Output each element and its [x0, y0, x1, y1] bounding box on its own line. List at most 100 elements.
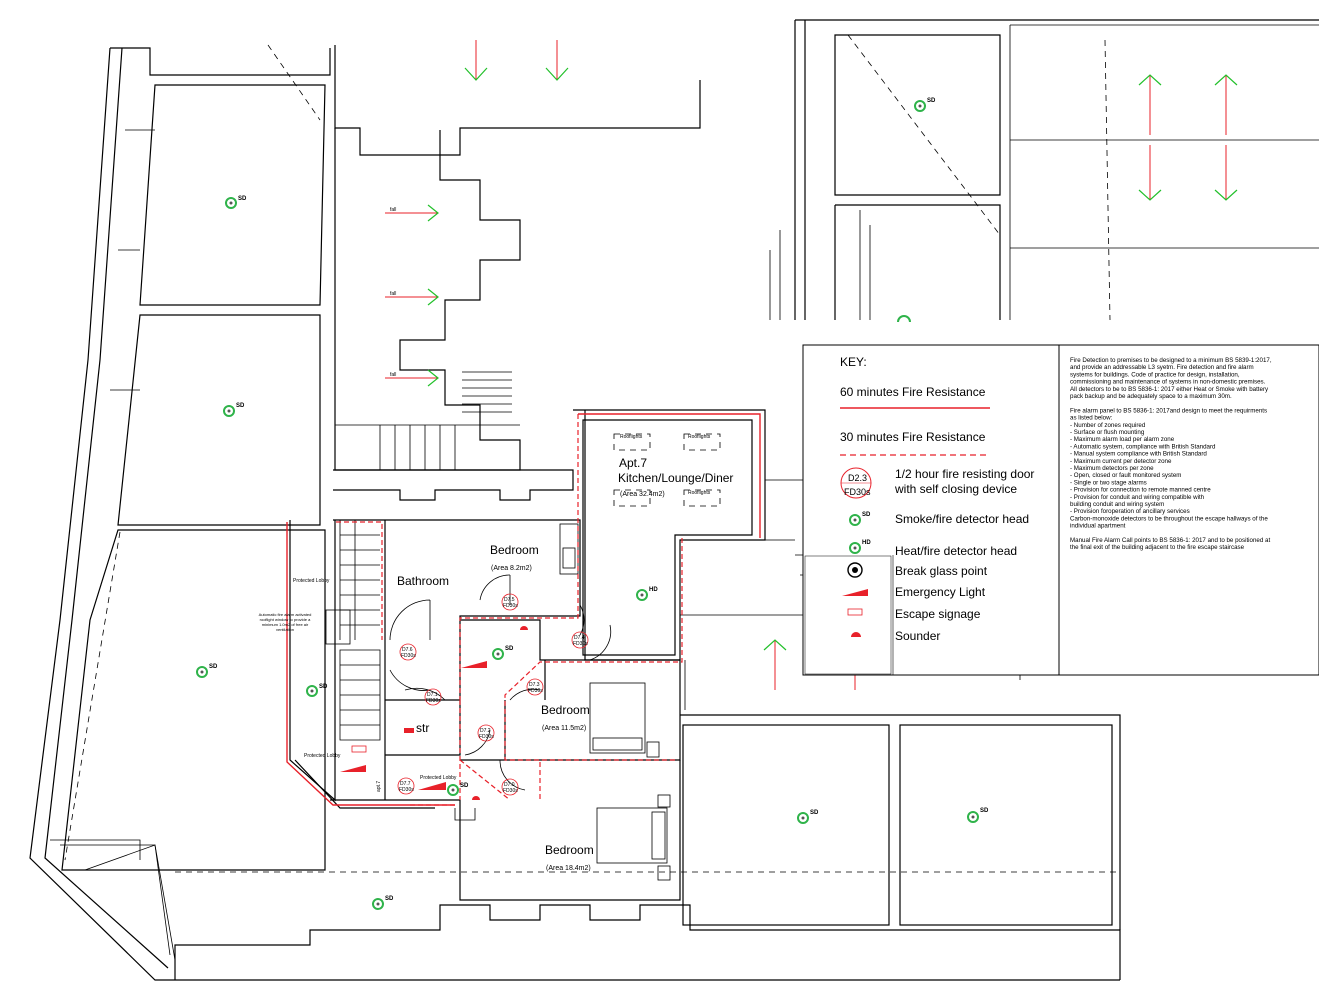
fall-arrow-9 [1214, 145, 1238, 201]
detectors: SD SD SD SD SD SD SD SD SD SD HD [196, 98, 989, 910]
fall-label-1: fall [390, 207, 396, 213]
notes-line: - Maximum detectors per zone [1070, 465, 1154, 472]
svg-text:FD30s: FD30s [528, 688, 543, 694]
svg-text:D7.7: D7.7 [400, 781, 411, 787]
svg-text:FD30s: FD30s [503, 788, 518, 794]
fall-arrow-4 [464, 40, 488, 81]
key-item-60: 60 minutes Fire Resistance [840, 385, 986, 399]
svg-text:SD: SD [460, 783, 469, 789]
svg-text:D7.0: D7.0 [504, 782, 515, 788]
svg-text:SD: SD [862, 512, 871, 518]
apt-tag: apt.7 [376, 781, 382, 792]
smoke-detector-icon: SD [196, 664, 218, 678]
safety-devices [340, 626, 528, 800]
svg-text:SD: SD [505, 646, 514, 652]
legend: KEY: 60 minutes Fire Resistance 30 minut… [802, 344, 1319, 676]
svg-text:FD30s: FD30s [503, 603, 518, 609]
notes-line: - Surface or flush mounting [1070, 429, 1145, 436]
key-lightwell-block [804, 555, 892, 675]
key-emergency-light-icon [842, 589, 868, 596]
room-labels: Apt.7 Kitchen/Lounge/Diner (Area 32.4m2)… [293, 434, 834, 872]
smoke-detector-icon: SD [223, 403, 245, 417]
notes-line [1070, 530, 1072, 537]
svg-text:FD30s: FD30s [573, 641, 588, 647]
svg-text:SD: SD [385, 896, 394, 902]
smoke-detector-icon: SD [492, 646, 514, 660]
apt-title: Apt.7 [619, 456, 647, 470]
svg-text:FD30s: FD30s [479, 734, 494, 740]
smoke-detector-icon: SD [797, 810, 819, 824]
svg-text:FD30s: FD30s [426, 698, 441, 704]
kitchen-label: Kitchen/Lounge/Diner [618, 471, 733, 485]
smoke-detector-icon: SD [967, 808, 989, 823]
fall-arrow-3: fall [385, 369, 439, 387]
fall-arrow-1: fall [385, 204, 439, 222]
bathroom-label: Bathroom [397, 574, 449, 588]
left-wing-walls [29, 44, 1120, 981]
svg-text:D7.2: D7.2 [480, 728, 491, 734]
key-door-tag: D2.3 FD30s [840, 467, 872, 499]
smoke-detector-icon: SD [306, 684, 328, 697]
notes-line: - Provision for conduit and wiring compa… [1070, 494, 1205, 501]
svg-text:SD: SD [927, 98, 936, 104]
key-smoke-icon: SD [849, 512, 871, 526]
svg-text:D7.3: D7.3 [529, 682, 540, 688]
smoke-detector-icon: SD [914, 98, 936, 112]
notes-line: - Provision for connection to remote man… [1070, 487, 1211, 494]
bedroom3-area: (Area 18.4m2) [546, 865, 591, 872]
svg-text:SD: SD [236, 403, 245, 409]
svg-text:SD: SD [980, 808, 989, 814]
svg-text:D7.6: D7.6 [402, 647, 413, 653]
notes-line: pack backup and be adequately space to a… [1070, 393, 1232, 400]
bedroom3-label: Bedroom [545, 843, 594, 857]
emergency-light-icon [340, 765, 366, 772]
svg-text:D7.4: D7.4 [574, 635, 585, 641]
svg-text:HD: HD [862, 540, 871, 546]
fall-arrow-8 [1138, 145, 1162, 201]
svg-text:FD30s: FD30s [401, 653, 416, 659]
notes-line: Fire Detection to premises to be designe… [1070, 357, 1272, 364]
notes-line: - Maximum current per detector zone [1070, 458, 1172, 465]
notes-line [1070, 400, 1072, 407]
sounder-icon [520, 626, 528, 630]
emergency-light-icon [461, 661, 487, 668]
protected-lobby-label: Protected Lobby [293, 578, 330, 584]
svg-text:SD: SD [319, 684, 328, 690]
key-item-heat: Heat/fire detector head [895, 544, 1017, 558]
key-title: KEY: [840, 355, 867, 369]
rooflight-label: Rooflights [688, 490, 711, 496]
svg-text:SD: SD [810, 810, 819, 816]
fall-label-3: fall [390, 372, 396, 378]
notes-line: Carbon-monoxide detectors to be througho… [1070, 515, 1268, 522]
key-item-30: 30 minutes Fire Resistance [840, 430, 986, 444]
fall-arrow-10 [763, 639, 787, 690]
key-break-glass-icon [847, 562, 863, 578]
bedroom2-label: Bedroom [541, 703, 590, 717]
store-label: str [416, 721, 429, 735]
notes-line: - Maximum alarm load per alarm zone [1070, 436, 1175, 443]
notes-line: the final exit of the building adjacent … [1070, 544, 1245, 551]
smoke-detector-icon: SD [225, 196, 247, 209]
fall-label-2: fall [390, 291, 396, 297]
key-item-sounder: Sounder [895, 629, 940, 643]
fall-arrow-2: fall [385, 288, 439, 306]
notes-line: commissioning and maintenance of systems… [1070, 379, 1266, 386]
bedroom1-label: Bedroom [490, 543, 539, 557]
kitchen-area: (Area 32.4m2) [620, 491, 665, 498]
sounder-icon [472, 796, 480, 800]
protected-lobby-label: Protected Lobby [304, 753, 341, 759]
notes-line: individual apartment [1070, 523, 1126, 530]
notes-line: Manual Fire Alarm Call points to BS 5836… [1070, 537, 1270, 544]
svg-text:FD30s: FD30s [844, 487, 871, 497]
right-wing-walls [769, 19, 1319, 321]
notes-line: All detectors to be to BS 5836-1: 2017 e… [1070, 386, 1269, 393]
notes-line: - Provision foroperation of ancillary se… [1070, 508, 1190, 515]
